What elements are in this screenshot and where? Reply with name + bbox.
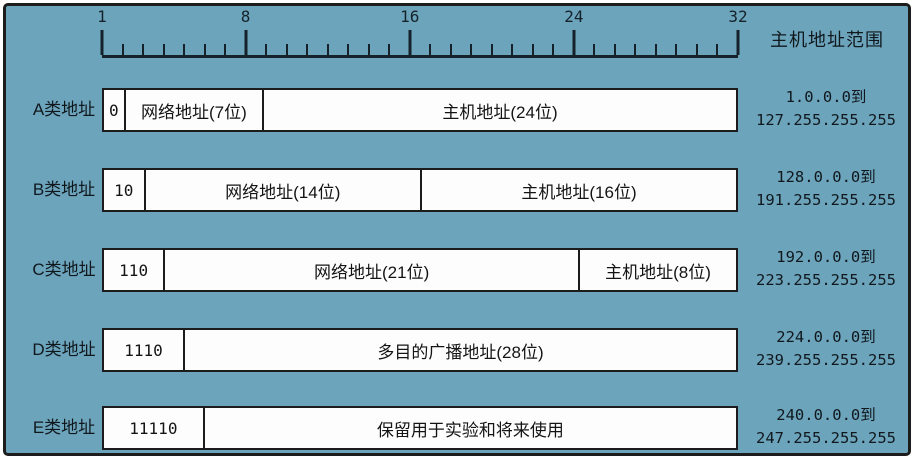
class-e-bar: 11110 保留用于实验和将来使用 <box>102 406 738 450</box>
class-b-range: 128.0.0.0到 191.255.255.255 <box>740 166 912 214</box>
host-range-header: 主机地址范围 <box>770 30 884 50</box>
class-a-network-field: 网络地址(7位) <box>123 90 262 130</box>
ruler-tick <box>613 44 616 55</box>
class-b-network-field: 网络地址(14位) <box>143 170 421 210</box>
ruler-tick <box>736 30 740 55</box>
class-e-range-end: 247.255.255.255 <box>756 429 896 447</box>
class-e-reserved-field: 保留用于实验和将来使用 <box>202 408 736 448</box>
ruler-tick <box>408 30 412 55</box>
ruler-tick <box>224 44 227 55</box>
ruler-tick <box>634 44 637 55</box>
class-b-range-end: 191.255.255.255 <box>756 191 896 209</box>
class-b-bar: 10 网络地址(14位) 主机地址(16位) <box>102 168 738 212</box>
class-c-network-field: 网络地址(21位) <box>163 250 578 290</box>
ruler-tick <box>347 44 350 55</box>
ruler-tick <box>675 44 678 55</box>
class-b-label: B类地址 <box>32 180 96 199</box>
class-d-multicast-field: 多目的广播地址(28位) <box>183 330 736 370</box>
class-a-range: 1.0.0.0到 127.255.255.255 <box>740 86 912 134</box>
class-e-range-start: 240.0.0.0到 <box>776 406 876 424</box>
ruler-tick <box>367 44 370 55</box>
class-c-bar: 110 网络地址(21位) 主机地址(8位) <box>102 248 738 292</box>
ruler-tick <box>593 44 596 55</box>
class-b-range-start: 128.0.0.0到 <box>776 168 876 186</box>
class-d-label: D类地址 <box>32 340 96 359</box>
ruler-tick <box>162 44 165 55</box>
class-c-range: 192.0.0.0到 223.255.255.255 <box>740 246 912 294</box>
ruler-tick <box>490 44 493 55</box>
class-a-range-end: 127.255.255.255 <box>756 111 896 129</box>
ruler-tick <box>388 44 391 55</box>
class-d-range: 224.0.0.0到 239.255.255.255 <box>740 326 912 374</box>
class-d-range-end: 239.255.255.255 <box>756 351 896 369</box>
ruler-tick <box>100 30 104 55</box>
class-a-host-field: 主机地址(24位) <box>262 90 736 130</box>
ruler-tick <box>265 44 268 55</box>
ruler-tick <box>449 44 452 55</box>
ruler-tick <box>142 44 145 55</box>
ruler-tick <box>183 44 186 55</box>
bit-ruler <box>100 28 740 58</box>
ruler-tick <box>306 44 309 55</box>
ruler-tick <box>552 44 555 55</box>
class-e-label: E类地址 <box>32 418 96 437</box>
ruler-tick <box>470 44 473 55</box>
class-d-bar: 1110 多目的广播地址(28位) <box>102 328 738 372</box>
class-b-host-field: 主机地址(16位) <box>420 170 736 210</box>
ruler-tick <box>203 44 206 55</box>
ruler-label-32: 32 <box>728 7 748 26</box>
class-e-range: 240.0.0.0到 247.255.255.255 <box>740 404 912 452</box>
ip-class-diagram: 1 8 16 24 32 主机地址范围 A类地址 0 网络地址(7位) 主机地址… <box>3 3 911 456</box>
class-d-prefix-bits: 1110 <box>124 340 163 360</box>
class-a-label: A类地址 <box>32 100 96 119</box>
ruler-tick <box>511 44 514 55</box>
class-c-prefix-bits: 110 <box>119 260 149 280</box>
ruler-tick <box>695 44 698 55</box>
ruler-tick <box>121 44 124 55</box>
class-a-range-start: 1.0.0.0到 <box>785 88 867 106</box>
class-a-prefix-bits: 0 <box>109 100 119 120</box>
ruler-tick <box>429 44 432 55</box>
class-b-prefix-bits: 10 <box>114 180 134 200</box>
class-c-label: C类地址 <box>32 260 96 279</box>
class-a-bar: 0 网络地址(7位) 主机地址(24位) <box>102 88 738 132</box>
class-c-host-field: 主机地址(8位) <box>578 250 736 290</box>
ruler-tick <box>654 44 657 55</box>
ruler-tick <box>716 44 719 55</box>
ruler-tick <box>326 44 329 55</box>
class-e-prefix-bits: 11110 <box>129 418 178 438</box>
class-c-range-start: 192.0.0.0到 <box>776 248 876 266</box>
class-d-range-start: 224.0.0.0到 <box>776 328 876 346</box>
ruler-tick <box>531 44 534 55</box>
class-c-range-end: 223.255.255.255 <box>756 271 896 289</box>
ruler-tick <box>285 44 288 55</box>
ruler-tick <box>244 30 248 55</box>
bit-ruler-labels: 1 8 16 24 32 <box>97 7 747 27</box>
ruler-tick <box>572 30 576 55</box>
ruler-label-16: 16 <box>400 7 420 26</box>
ruler-label-1: 1 <box>97 7 107 26</box>
ruler-label-8: 8 <box>240 7 251 26</box>
ruler-label-24: 24 <box>564 7 584 26</box>
